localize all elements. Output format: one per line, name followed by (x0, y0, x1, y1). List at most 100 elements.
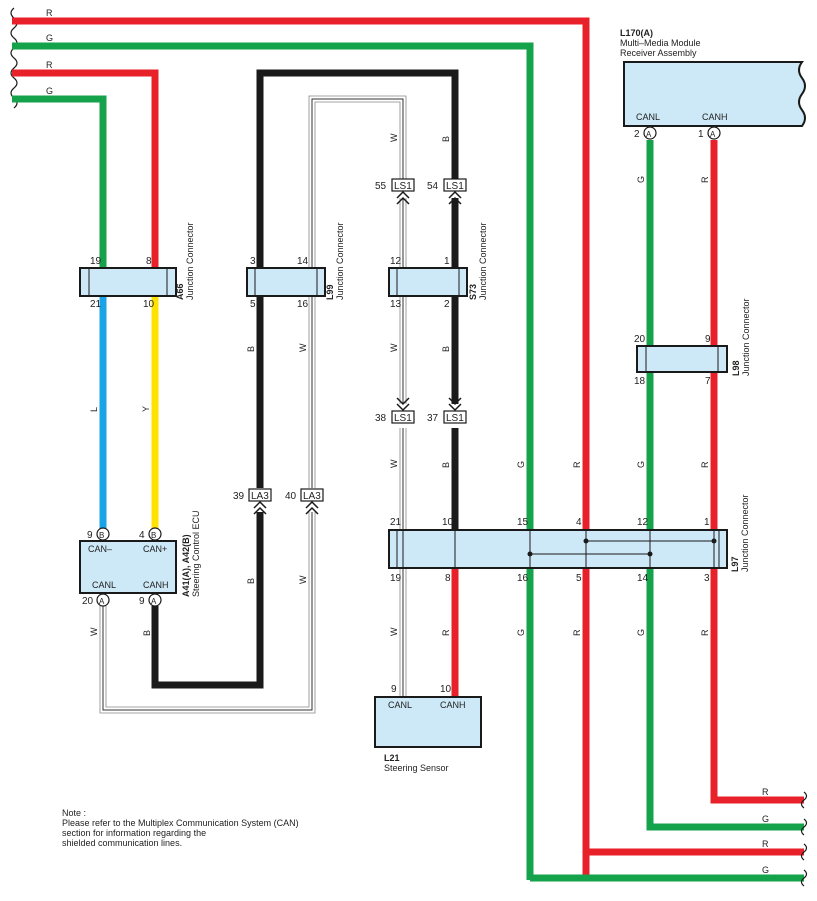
wire-label-g-trunk-a: G (516, 461, 526, 468)
l99-pin-3: 3 (250, 256, 256, 267)
wire-label-r-l170: R (700, 176, 710, 183)
s73-code: S73 (468, 284, 478, 300)
note-block: Note : Please refer to the Multiplex Com… (62, 808, 299, 848)
l97-pin-4: 4 (576, 517, 582, 528)
la3-39-name: LA3 (251, 491, 269, 502)
la3-40-num: 40 (285, 491, 297, 502)
multimedia-module-receiver: L170(A) Multi–Media Module Receiver Asse… (620, 28, 806, 140)
l170-code: L170(A) (620, 28, 653, 38)
l170-pin-1: 1 (698, 129, 704, 140)
steering-sensor: CANL CANH 9 10 L21 Steering Sensor (374, 684, 482, 773)
ecu-conn-b1: B (99, 531, 104, 540)
l97-pin-14: 14 (637, 573, 649, 584)
l97-pin-15: 15 (517, 517, 529, 528)
ecu-conn-a2: A (151, 597, 157, 606)
wire-label-r-out: R (700, 629, 710, 636)
wire-label-g1: G (46, 33, 53, 43)
ls1-55-num: 55 (375, 181, 387, 192)
wire-w-ecu-canl-inner (99, 512, 316, 714)
s73-pin-2: 2 (444, 299, 450, 310)
ls1-54-connector: LS1 54 (427, 178, 467, 205)
ecu-name: Steering Control ECU (191, 510, 201, 597)
wire-label-g-exit1: G (762, 814, 769, 824)
ecu-conn-b2: B (151, 531, 156, 540)
l97-pin-19: 19 (390, 573, 402, 584)
a66-pin-8: 8 (146, 256, 152, 267)
a66-pin-10: 10 (143, 299, 155, 310)
wire-label-l: L (89, 407, 99, 412)
ecu-canh-label: CANH (143, 580, 169, 590)
l99-junction-connector: 3 14 5 16 L99 Junction Connector (246, 222, 345, 310)
wire-label-g-exit2: G (762, 865, 769, 875)
wire-r-l97-out (710, 568, 804, 804)
a66-pin-21: 21 (90, 299, 102, 310)
l99-pin-14: 14 (297, 256, 309, 267)
wire-label-r-exit2: R (762, 839, 769, 849)
s73-junction-connector: 12 1 13 2 S73 Junction Connector (388, 222, 488, 310)
wire-label-g-l98: G (636, 461, 646, 468)
l170-conn-a2: A (710, 130, 716, 139)
s73-pin-1: 1 (444, 256, 450, 267)
right-wire-breaks (800, 791, 808, 887)
l98-code: L98 (731, 360, 741, 376)
wire-label-b-l99: B (246, 346, 256, 352)
sensor-canl-label: CANL (388, 700, 412, 710)
ls1-55-name: LS1 (394, 181, 412, 192)
wire-r-a66-in (12, 69, 159, 268)
ls1-37-name: LS1 (446, 413, 464, 424)
s73-pin-13: 13 (390, 299, 402, 310)
ls1-38-num: 38 (375, 413, 387, 424)
wire-label-r1: R (46, 8, 53, 18)
ecu-can-plus-label: CAN+ (143, 544, 167, 554)
ecu-conn-a1: A (99, 597, 105, 606)
ecu-can-minus-label: CAN– (88, 544, 112, 554)
wire-w-ecu-canl (102, 512, 313, 711)
wire-label-r-trunk-b: R (572, 629, 582, 636)
wire-label-w-l99: W (298, 343, 308, 352)
l97-pin-10: 10 (442, 517, 454, 528)
l170-name-1: Multi–Media Module (620, 38, 701, 48)
l99-pin-16: 16 (297, 299, 309, 310)
ls1-37-connector: LS1 37 (427, 397, 467, 424)
note-line-2: section for information regarding the (62, 828, 206, 838)
ls1-54-num: 54 (427, 181, 439, 192)
wire-label-w-mid: W (389, 343, 399, 352)
wire-label-r-l98: R (700, 461, 710, 468)
left-wire-breaks (10, 7, 18, 109)
wire-label-r-exit1: R (762, 787, 769, 797)
l98-pin-18: 18 (634, 376, 646, 387)
l170-canh-label: CANH (702, 112, 728, 122)
wire-label-w-low: W (389, 459, 399, 468)
l97-pin-5: 5 (576, 573, 582, 584)
wire-label-b-la3: B (246, 578, 256, 584)
la3-40-name: LA3 (303, 491, 321, 502)
la3-40-connector: LA3 40 (285, 488, 324, 515)
l97-code: L97 (730, 556, 740, 572)
wire-label-g-trunk-b: G (516, 629, 526, 636)
wire-w-l99-s73-loop-edges (308, 95, 407, 268)
ls1-55-connector: LS1 55 (375, 178, 415, 205)
wire-g-a66-in (12, 95, 107, 268)
wire-label-b-ecu: B (142, 630, 152, 636)
l98-pin-7: 7 (705, 376, 711, 387)
wire-label-r-sensor: R (441, 629, 451, 636)
wire-label-g-l170: G (636, 176, 646, 183)
wire-label-b-top: B (441, 136, 451, 142)
l170-pin-2: 2 (634, 129, 640, 140)
wire-label-w-sensor: W (389, 627, 399, 636)
sensor-code: L21 (384, 753, 400, 763)
wire-label-r-trunk-a: R (572, 461, 582, 468)
l170-conn-a1: A (646, 130, 652, 139)
l98-pin-9: 9 (705, 334, 711, 345)
wire-b-l99-s73-loop (256, 69, 459, 268)
wire-g-l97-out (646, 568, 804, 831)
la3-39-connector: LA3 39 (233, 488, 272, 515)
l97-junction-connector: 21 10 15 4 12 1 19 8 16 5 14 3 L97 Junct… (388, 494, 750, 584)
l170-name-2: Receiver Assembly (620, 48, 697, 58)
note-title: Note : (62, 808, 86, 818)
s73-pin-12: 12 (390, 256, 402, 267)
wire-w-s73-column-edges (399, 198, 407, 530)
wire-g-top-trunk (12, 42, 534, 880)
s73-name: Junction Connector (478, 222, 488, 300)
ls1-37-num: 37 (427, 413, 439, 424)
